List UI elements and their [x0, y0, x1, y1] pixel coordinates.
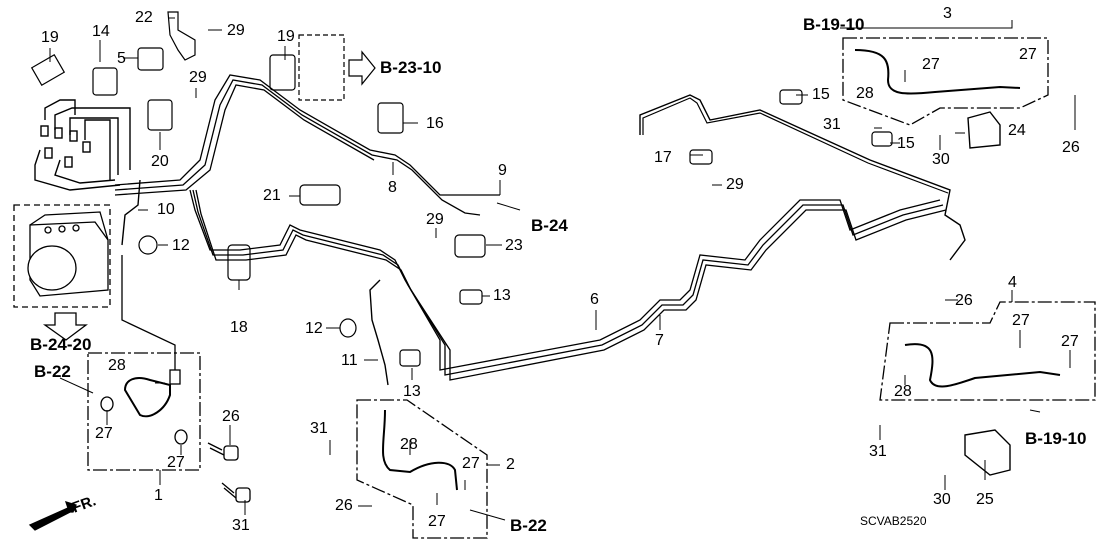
callout-31[interactable]: 31 [823, 116, 841, 133]
callout-26[interactable]: 26 [222, 408, 240, 425]
callout-31[interactable]: 31 [869, 443, 887, 460]
bolts [207, 442, 251, 503]
callout-26[interactable]: 26 [335, 497, 353, 514]
front-arrow-icon [28, 501, 77, 531]
hose-assembly-3[interactable] [842, 37, 1049, 126]
callout-23[interactable]: 23 [505, 237, 523, 254]
callout-6[interactable]: 6 [590, 291, 599, 308]
callout-14[interactable]: 14 [92, 23, 110, 40]
callout-29[interactable]: 29 [726, 176, 744, 193]
callout-15[interactable]: 15 [897, 135, 915, 152]
callout-8[interactable]: 8 [388, 179, 397, 196]
brake-line-10[interactable] [121, 179, 141, 246]
callout-27[interactable]: 27 [922, 56, 940, 73]
callout-2[interactable]: 2 [506, 456, 515, 473]
callout-29[interactable]: 29 [227, 22, 245, 39]
diagram-code: SCVAB2520 [860, 514, 927, 528]
callout-28[interactable]: 28 [400, 436, 418, 453]
hose-assembly-2[interactable] [356, 399, 488, 539]
callout-26[interactable]: 26 [955, 292, 973, 309]
callout-27[interactable]: 27 [1019, 46, 1037, 63]
callout-27[interactable]: 27 [428, 513, 446, 530]
callout-13[interactable]: 13 [403, 383, 421, 400]
callout-1[interactable]: 1 [154, 487, 163, 504]
ref-arrow-b-24-20 [42, 312, 88, 341]
ref-b-23-10[interactable]: B-23-10 [380, 58, 442, 77]
bracket-25[interactable] [964, 429, 1011, 476]
callout-16[interactable]: 16 [426, 115, 444, 132]
hose-assembly-1[interactable] [87, 352, 201, 471]
callout-21[interactable]: 21 [263, 187, 281, 204]
callout-3[interactable]: 3 [943, 5, 952, 22]
ref-b-24-20[interactable]: B-24-20 [30, 335, 92, 354]
callout-27[interactable]: 27 [462, 455, 480, 472]
callout-22[interactable]: 22 [135, 9, 153, 26]
ref-b-24[interactable]: B-24 [531, 216, 568, 235]
callout-29[interactable]: 29 [426, 211, 444, 228]
ref-b-22-left[interactable]: B-22 [34, 362, 71, 381]
ref-b-19-10-top[interactable]: B-19-10 [803, 15, 865, 34]
callout-27[interactable]: 27 [95, 425, 113, 442]
callout-19[interactable]: 19 [41, 29, 59, 46]
callout-24[interactable]: 24 [1008, 122, 1026, 139]
leader-lines [49, 17, 1076, 521]
callout-30[interactable]: 30 [933, 491, 951, 508]
rear-brake-line[interactable] [639, 94, 966, 261]
brake-line-11[interactable] [369, 279, 389, 386]
callout-28[interactable]: 28 [894, 383, 912, 400]
callout-31[interactable]: 31 [232, 517, 250, 534]
callout-12[interactable]: 12 [305, 320, 323, 337]
callout-9[interactable]: 9 [498, 162, 507, 179]
callout-31[interactable]: 31 [310, 420, 328, 437]
callout-29[interactable]: 29 [189, 69, 207, 86]
callout-10[interactable]: 10 [157, 201, 175, 218]
callout-5[interactable]: 5 [117, 50, 126, 67]
callout-15[interactable]: 15 [812, 86, 830, 103]
callout-4[interactable]: 4 [1008, 274, 1017, 291]
callout-13[interactable]: 13 [493, 287, 511, 304]
ref-b-22-bottom[interactable]: B-22 [510, 516, 547, 535]
callout-12[interactable]: 12 [172, 237, 190, 254]
small-parts [30, 11, 893, 367]
callout-20[interactable]: 20 [151, 153, 169, 170]
abs-modulator[interactable] [13, 204, 111, 308]
abs-line-fittings [34, 99, 131, 191]
callout-11[interactable]: 11 [341, 352, 358, 369]
bracket-24[interactable] [967, 111, 1001, 149]
hose-assembly-4[interactable] [879, 301, 1096, 401]
callout-27[interactable]: 27 [1061, 333, 1079, 350]
callout-26[interactable]: 26 [1062, 139, 1080, 156]
brake-line-bundle[interactable] [114, 74, 947, 381]
callout-27[interactable]: 27 [167, 454, 185, 471]
callout-25[interactable]: 25 [976, 491, 994, 508]
callout-28[interactable]: 28 [856, 85, 874, 102]
callout-27[interactable]: 27 [1012, 312, 1030, 329]
callout-28[interactable]: 28 [108, 357, 126, 374]
callout-30[interactable]: 30 [932, 151, 950, 168]
callout-17[interactable]: 17 [654, 149, 672, 166]
ref-b-19-10-bottom[interactable]: B-19-10 [1025, 429, 1087, 448]
callout-18[interactable]: 18 [230, 319, 248, 336]
callout-7[interactable]: 7 [655, 332, 664, 349]
callout-19[interactable]: 19 [277, 28, 295, 45]
